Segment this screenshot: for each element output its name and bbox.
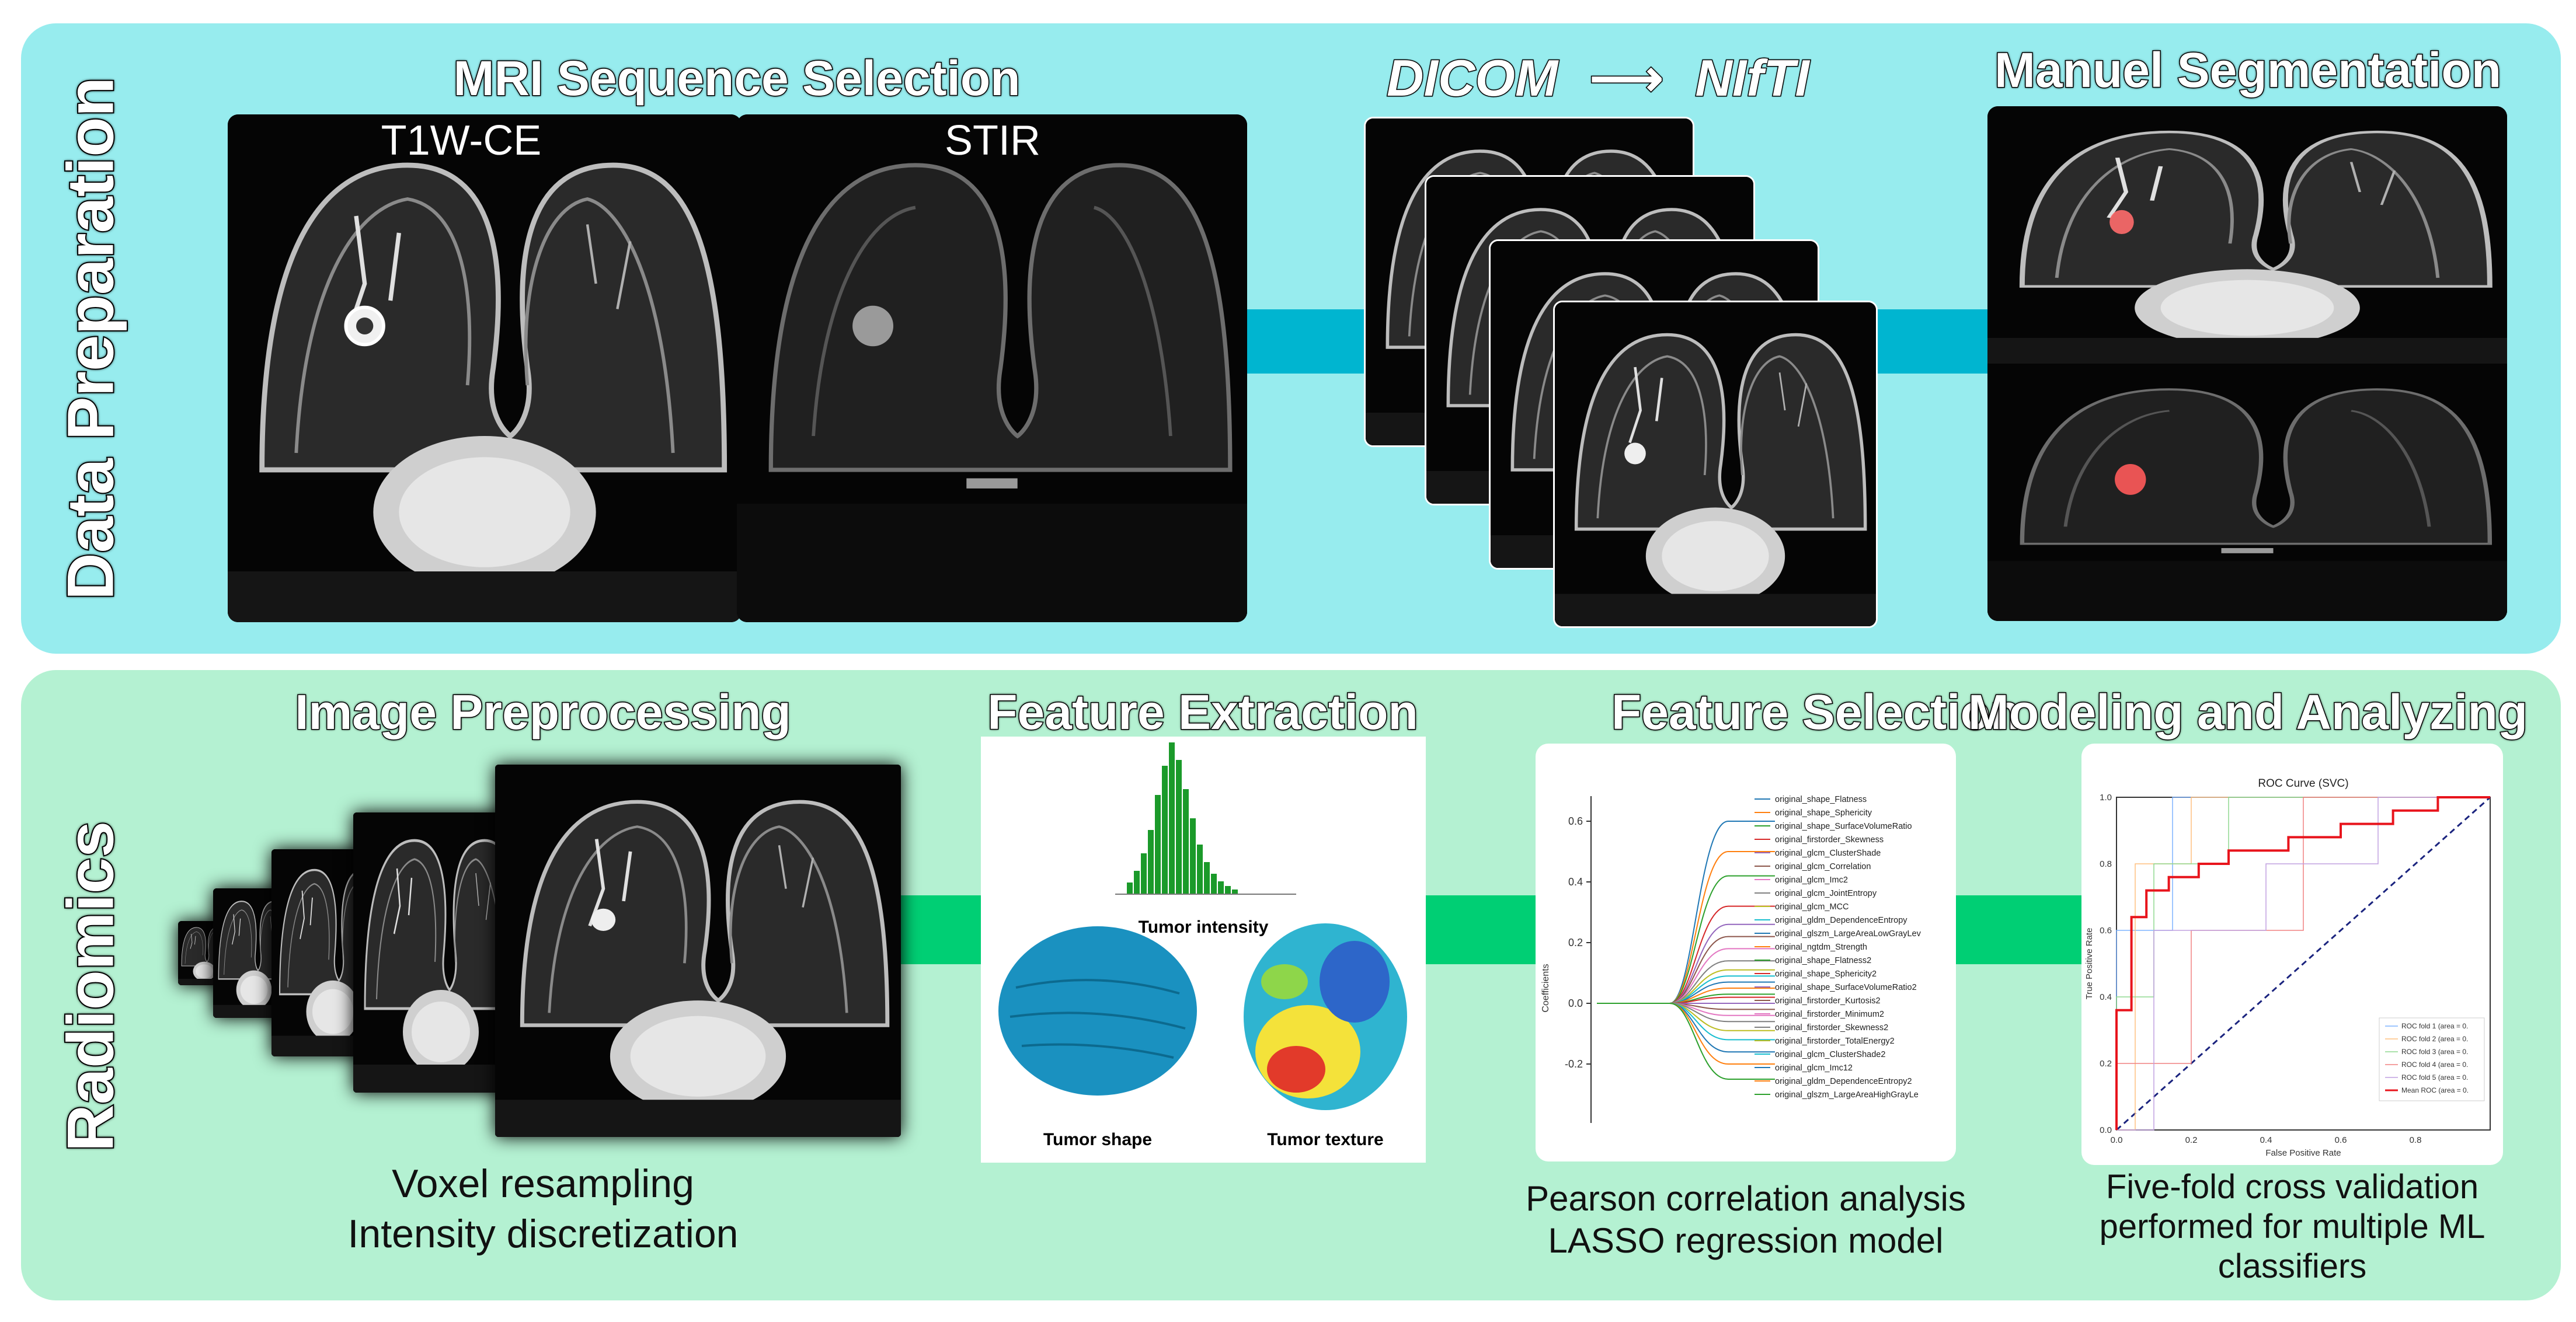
lasso-legend-item: original_glcm_ClusterShade2 xyxy=(1775,1050,1885,1059)
tumor-texture-label: Tumor texture xyxy=(1267,1130,1383,1149)
preprocessing-title: Image Preprocessing xyxy=(294,684,792,741)
roc-legend-item: ROC fold 2 (area = 0. xyxy=(2401,1035,2468,1043)
preprocessing-caption: Voxel resampling Intensity discretizatio… xyxy=(348,1159,739,1259)
roc-fold-curve xyxy=(2117,797,2490,1131)
roc-chart: ROC Curve (SVC) 0.0 0.2 0.4 0.6 0.8 1.0 0.8 0.6 0… xyxy=(2084,777,2491,1158)
lasso-legend-item: original_shape_Sphericity2 xyxy=(1775,969,1877,979)
lasso-legend-item: original_glcm_Imc12 xyxy=(1775,1063,1853,1073)
lasso-legend-item: original_glszm_LargeAreaLowGrayLev xyxy=(1775,929,1921,939)
selection-line2: LASSO regression model xyxy=(1548,1221,1944,1260)
lasso-legend-item: original_shape_SurfaceVolumeRatio2 xyxy=(1775,983,1917,992)
radiomics-label: Radiomics xyxy=(53,820,128,1153)
lasso-ytick-label: 0.6 xyxy=(1568,815,1583,827)
lasso-legend-item: original_glcm_Correlation xyxy=(1775,862,1871,871)
roc-legend-item: ROC fold 1 (area = 0. xyxy=(2401,1022,2468,1030)
roc-xtick-label: 0.0 xyxy=(2111,1135,2123,1145)
lasso-chart-card: 0.6 0.4 0.2 0.0 -0.2 Coefficients original_sha… xyxy=(1536,744,1956,1161)
roc-xtick-label: 0.6 xyxy=(2335,1135,2347,1145)
tumor-shape-label: Tumor shape xyxy=(1043,1130,1152,1149)
lasso-legend-item: original_glcm_ClusterShade xyxy=(1775,849,1881,858)
lasso-legend-item: original_gldm_DependenceEntropy xyxy=(1775,916,1907,925)
roc-mean-curve xyxy=(2115,796,2490,1130)
lasso-legend-item: original_glcm_JointEntropy xyxy=(1775,889,1877,898)
lasso-legend-item: original_firstorder_Skewness xyxy=(1775,835,1884,845)
lasso-legend-item: original_firstorder_TotalEnergy2 xyxy=(1775,1037,1895,1046)
lasso-path xyxy=(1597,1003,1775,1080)
lasso-legend-item: original_glcm_MCC xyxy=(1775,902,1849,912)
lasso-legend-item: original_shape_Flatness2 xyxy=(1775,956,1871,965)
selection-caption: Pearson correlation analysis LASSO regre… xyxy=(1526,1178,1966,1262)
roc-chance-line xyxy=(2116,796,2491,1131)
roc-ytick-label: 1.0 xyxy=(2100,793,2112,803)
roc-legend-item: Mean ROC (area = 0. xyxy=(2401,1086,2469,1094)
lasso-chart: 0.6 0.4 0.2 0.0 -0.2 Coefficients original_sha… xyxy=(1541,795,1921,1123)
lasso-legend-item: original_firstorder_Minimum2 xyxy=(1775,1010,1884,1019)
segmentation-title: Manuel Segmentation xyxy=(1993,42,2502,99)
lasso-legend-item: original_shape_Sphericity xyxy=(1775,808,1872,818)
preprocessing-line2: Intensity discretization xyxy=(347,1212,739,1256)
lasso-ytick-label: 0.2 xyxy=(1568,937,1583,948)
modeling-line2: performed for multiple ML xyxy=(2099,1208,2486,1246)
lasso-ytick-label: 0.0 xyxy=(1568,997,1583,1009)
lasso-legend-item: original_firstorder_Kurtosis2 xyxy=(1775,996,1881,1006)
stir-image xyxy=(737,114,1247,622)
roc-ytick-label: 0.8 xyxy=(2100,859,2112,869)
lasso-legend-item: original_glszm_LargeAreaHighGrayLe xyxy=(1775,1090,1919,1100)
roc-ylabel: True Positive Rate xyxy=(2084,928,2094,1000)
stack-slice-4 xyxy=(1553,301,1878,628)
data-preparation-label: Data Preparation xyxy=(53,76,128,601)
t1w-ce-image xyxy=(228,114,742,622)
lasso-legend-item: original_shape_Flatness xyxy=(1775,795,1867,804)
modeling-title: Modeling and Analyzing xyxy=(1967,684,2528,741)
selection-title: Feature Selection xyxy=(1610,684,2021,741)
lasso-ytick-label: 0.4 xyxy=(1568,876,1583,888)
conversion-label: DICOM ⟶ NIfTI xyxy=(1386,48,1811,108)
lasso-legend-item: original_firstorder_Skewness2 xyxy=(1775,1023,1888,1033)
modeling-line1: Five-fold cross validation xyxy=(2105,1168,2479,1206)
preprocessing-line1: Voxel resampling xyxy=(392,1161,694,1206)
roc-legend-item: ROC fold 4 (area = 0. xyxy=(2401,1061,2468,1069)
roc-fold-curve xyxy=(2116,797,2490,1130)
roc-title: ROC Curve (SVC) xyxy=(2258,777,2348,790)
lasso-ytick-label: -0.2 xyxy=(1565,1058,1583,1070)
arrow-icon: ⟶ xyxy=(1589,48,1664,108)
resample-slice-5 xyxy=(495,765,901,1137)
modeling-line3: classifiers xyxy=(2218,1247,2367,1285)
roc-xtick-label: 0.4 xyxy=(2260,1135,2272,1145)
roc-ytick-label: 0.2 xyxy=(2100,1059,2112,1069)
stir-label: STIR xyxy=(944,117,1041,164)
segmentation-image xyxy=(1987,106,2507,621)
roc-legend-item: ROC fold 3 (area = 0. xyxy=(2401,1048,2468,1056)
tumor-intensity-label: Tumor intensity xyxy=(1139,918,1269,937)
roc-chart-card: ROC Curve (SVC) 0.0 0.2 0.4 0.6 0.8 1.0 0.8 0.6 0… xyxy=(2081,744,2503,1165)
roc-ytick-label: 0.6 xyxy=(2100,926,2112,936)
roc-xlabel: False Positive Rate xyxy=(2265,1148,2341,1158)
roc-ytick-label: 0.4 xyxy=(2100,992,2112,1002)
roc-xtick-label: 0.8 xyxy=(2410,1135,2422,1145)
lasso-legend-item: original_glcm_Imc2 xyxy=(1775,875,1848,885)
roc-xtick-label: 0.2 xyxy=(2185,1135,2198,1145)
roc-legend-item: ROC fold 5 (area = 0. xyxy=(2401,1073,2468,1082)
lasso-legend-item: original_ngtdm_Strength xyxy=(1775,943,1867,952)
modeling-caption: Five-fold cross validation performed for… xyxy=(2100,1167,2486,1286)
roc-ytick-label: 0.0 xyxy=(2100,1125,2112,1135)
nifti-text: NIfTI xyxy=(1694,48,1811,108)
lasso-ylabel: Coefficients xyxy=(1541,964,1551,1012)
t1w-ce-label: T1W-CE xyxy=(381,117,542,164)
extraction-title: Feature Extraction xyxy=(987,684,1419,741)
lasso-legend-item: original_gldm_DependenceEntropy2 xyxy=(1775,1077,1912,1086)
extraction-card: Tumor intensity Tumor shape Tumor textur… xyxy=(981,737,1426,1163)
lasso-path xyxy=(1597,875,1775,1004)
selection-line1: Pearson correlation analysis xyxy=(1526,1179,1966,1218)
dicom-text: DICOM xyxy=(1386,48,1558,108)
roc-legend-box xyxy=(2379,1017,2485,1101)
lasso-legend-item: original_shape_SurfaceVolumeRatio xyxy=(1775,822,1912,831)
sequence-selection-title: MRI Sequence Selection xyxy=(452,50,1021,107)
